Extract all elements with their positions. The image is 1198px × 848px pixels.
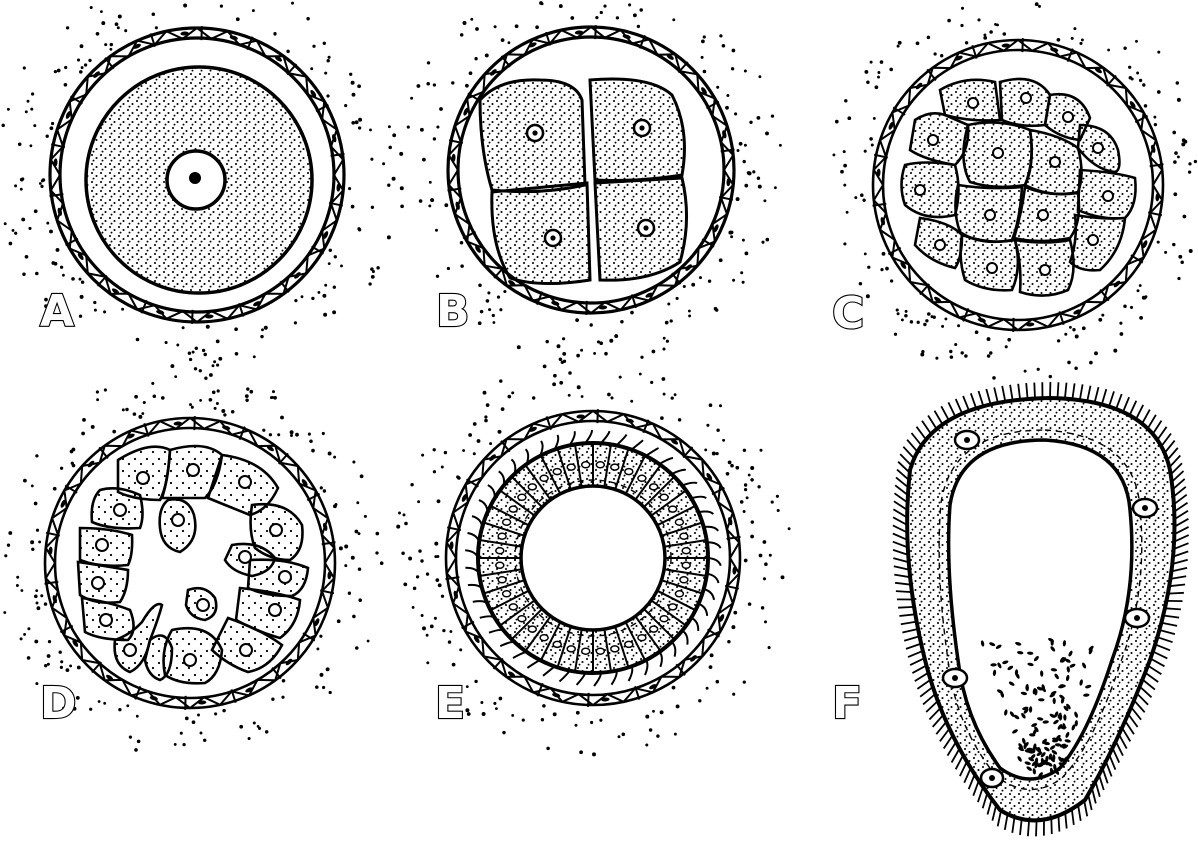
panel-f: F (832, 382, 1189, 836)
panel-a: A (1, 2, 396, 378)
panel-d-label: D (40, 678, 77, 729)
blastomere (492, 183, 590, 284)
panel-f-label: F (832, 678, 862, 729)
panel-c: C (832, 2, 1197, 379)
panel-a-label: A (40, 286, 74, 337)
panel-b-blastomeres (480, 79, 687, 284)
panel-e: E (396, 365, 790, 757)
panel-b-label: B (436, 286, 470, 337)
panel-e-label: E (435, 678, 465, 729)
panel-d: D (3, 367, 383, 752)
panel-c-morula (902, 79, 1136, 296)
panel-d-ring-cells (78, 446, 308, 683)
panel-c-label: C (832, 288, 864, 339)
panel-a-nucleolus (189, 172, 201, 184)
panel-e-lumen (521, 486, 665, 630)
panel-b: B (399, 1, 782, 364)
